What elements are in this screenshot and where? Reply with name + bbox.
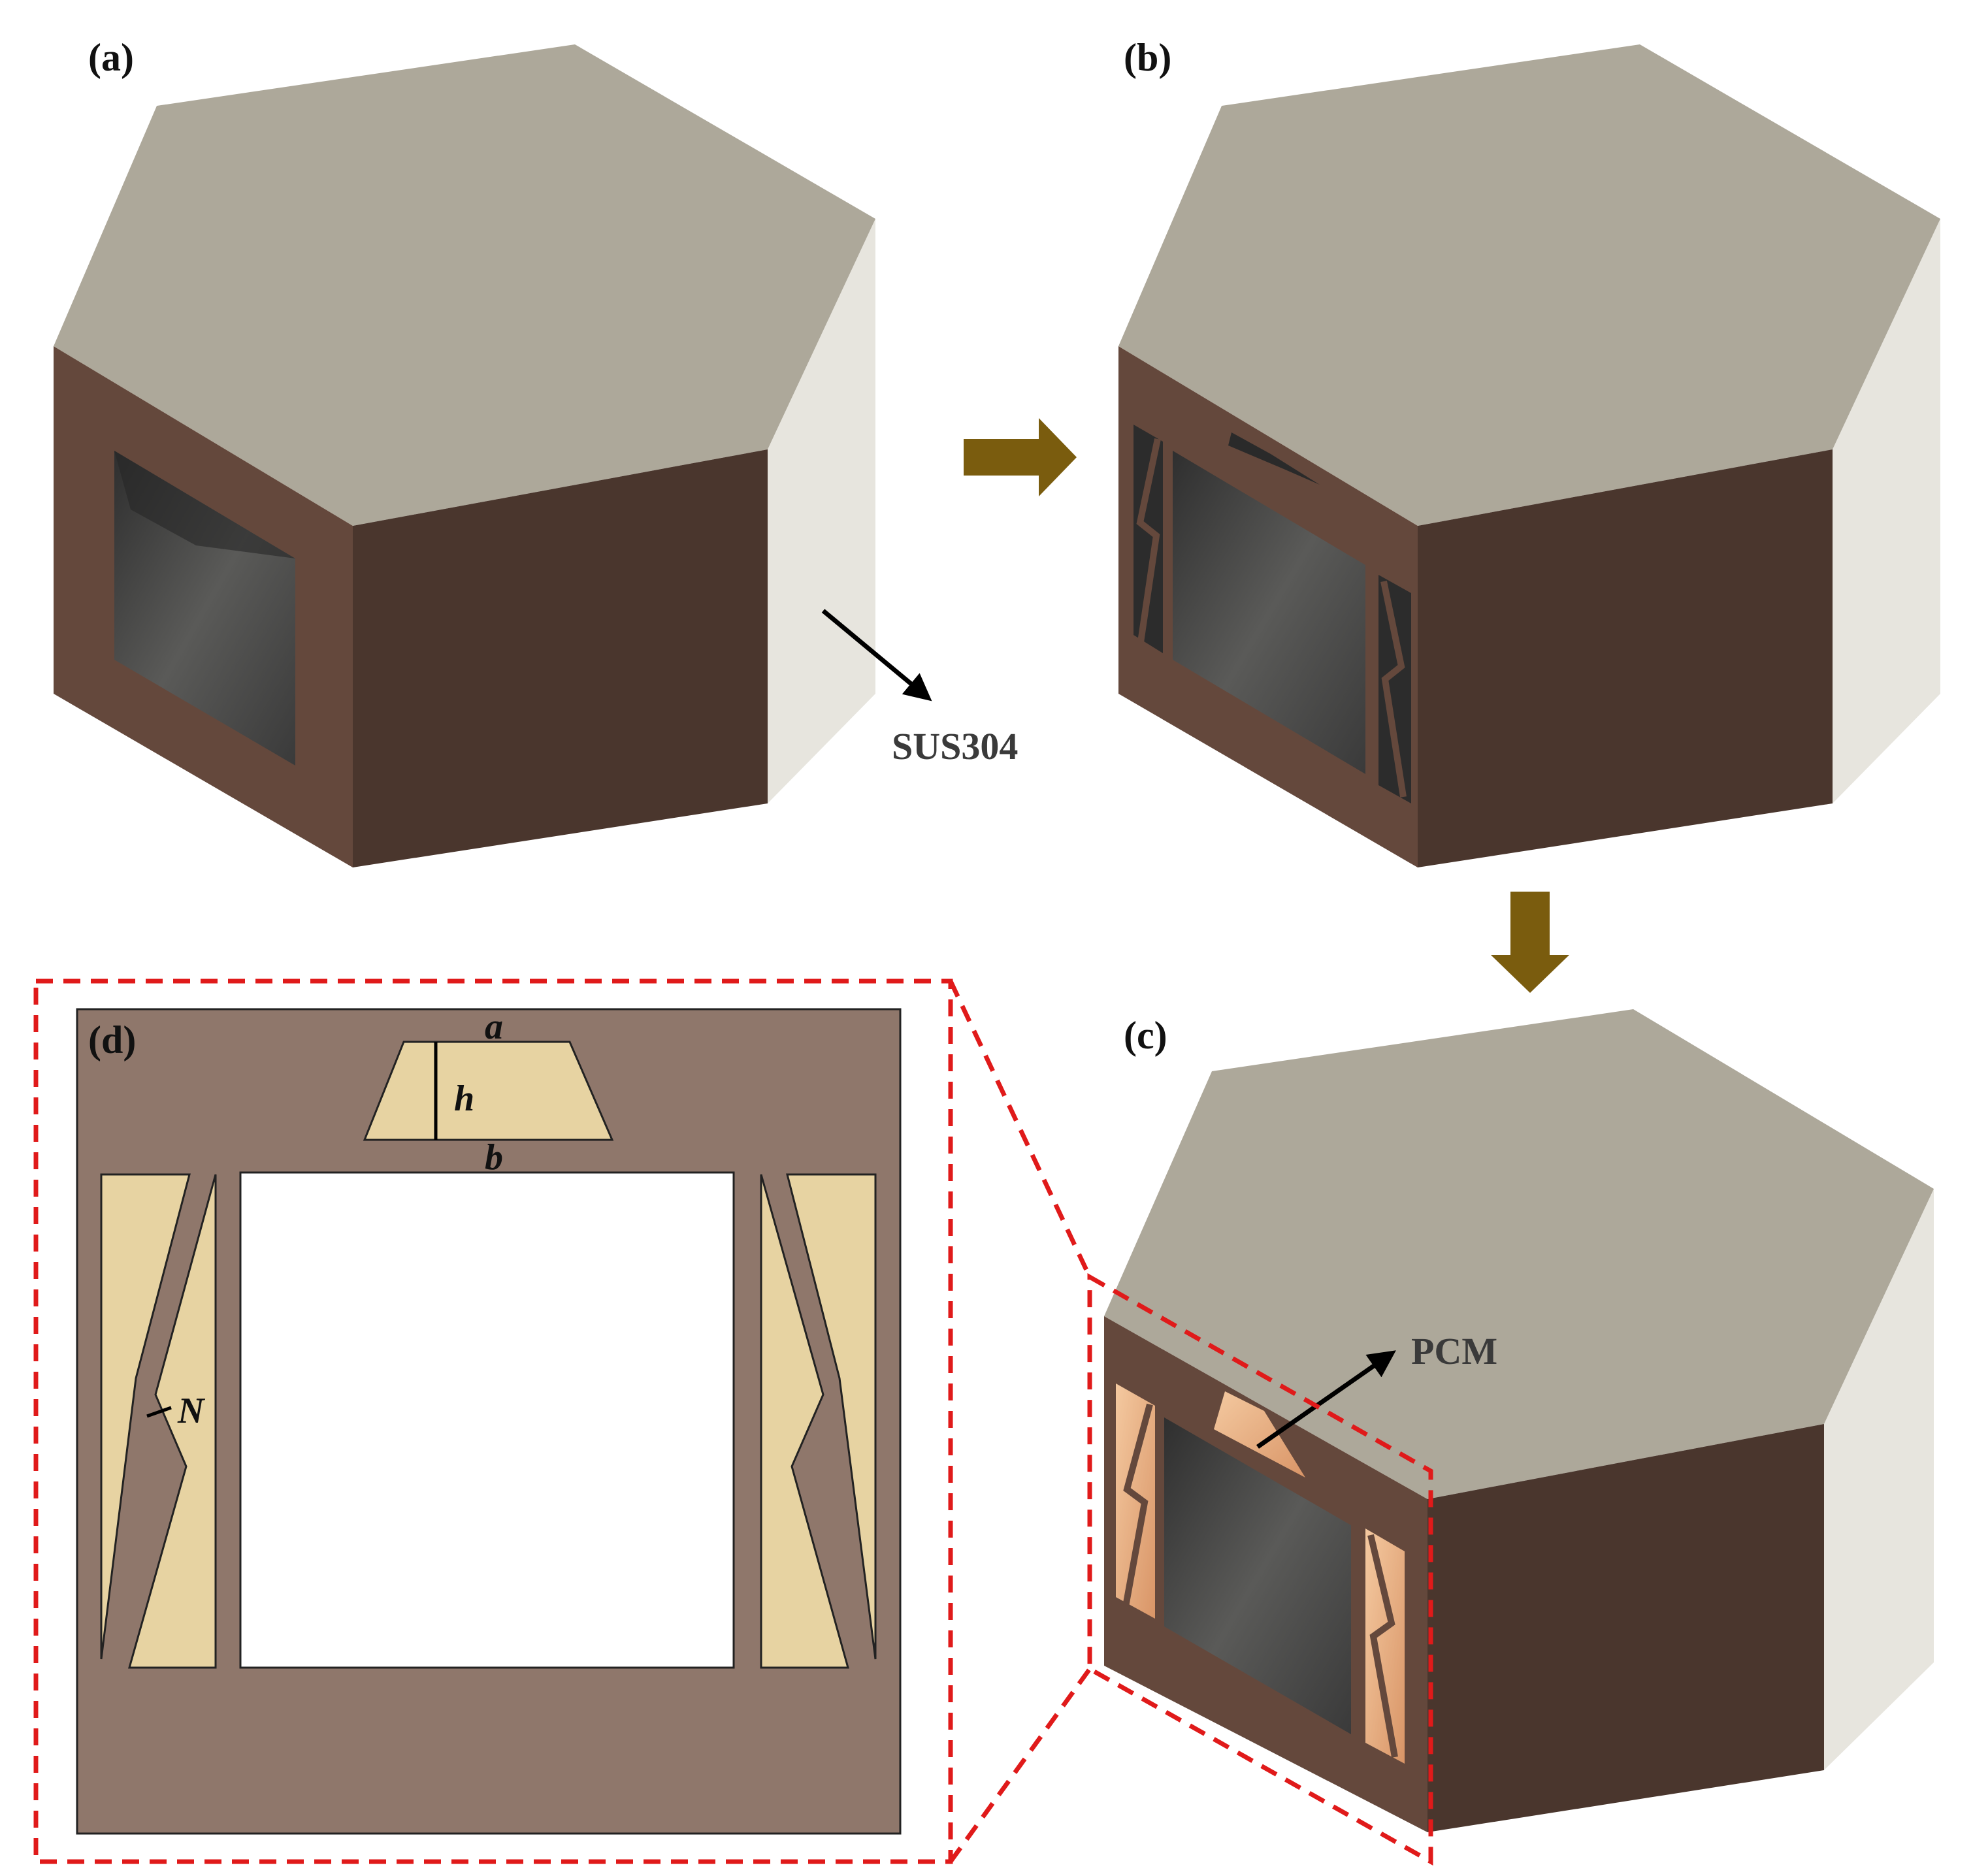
- module-a-window-shade: [114, 451, 295, 558]
- module-b-side-face: [1418, 449, 1833, 867]
- dimension-b-label: b: [485, 1137, 503, 1178]
- panel-d: (d) a h b N: [76, 1007, 902, 1835]
- dimension-n-line: [146, 1406, 172, 1418]
- zoom-line-bottom: [949, 1667, 1092, 1864]
- detail-pcm-right-outer: [786, 1173, 877, 1660]
- module-b-top-cavity: [1228, 432, 1320, 485]
- module-b-left-fin: [1136, 438, 1161, 647]
- zoom-line-top: [948, 980, 1092, 1278]
- module-c-side-face: [1427, 1424, 1824, 1832]
- module-b-window: [1173, 451, 1365, 774]
- module-a-side-face: [353, 449, 768, 867]
- detail-pcm-left-inner: [128, 1174, 217, 1669]
- zoom-box-outer: [33, 978, 953, 1864]
- module-c-pcm-top: [1214, 1391, 1305, 1478]
- dimension-a-label: a: [485, 1007, 503, 1047]
- module-a-back-face: [768, 219, 875, 803]
- module-c-pcm-right: [1365, 1528, 1405, 1764]
- flow-arrow-down: [1491, 892, 1569, 993]
- module-b-left-cavity: [1133, 425, 1163, 653]
- panel-label-c: (c): [1124, 1014, 1167, 1057]
- flow-arrow-right: [964, 418, 1077, 496]
- module-c-left-fin: [1122, 1403, 1153, 1611]
- module-a-window: [114, 451, 295, 766]
- zoom-indicator: [33, 978, 1433, 1866]
- sus304-callout-arrow: [821, 609, 932, 702]
- module-a-top-face: [54, 44, 875, 526]
- panel-label-b: (b): [1124, 36, 1171, 79]
- module-b-right-fin: [1380, 580, 1407, 798]
- dimension-h-label: h: [454, 1078, 474, 1119]
- module-c-back-face: [1824, 1189, 1934, 1770]
- pcm-callout-label: PCM: [1411, 1330, 1497, 1372]
- panel-c: (c) PCM: [1104, 1009, 1934, 1832]
- module-b-back-face: [1833, 219, 1940, 803]
- detail-window-opening: [239, 1171, 735, 1669]
- detail-pcm-trapezoid: [363, 1041, 614, 1141]
- module-c-right-fin: [1367, 1534, 1398, 1758]
- detail-pcm-left-outer: [100, 1173, 191, 1660]
- module-b-top-face: [1118, 44, 1940, 526]
- module-c-top-face: [1104, 1009, 1934, 1499]
- panel-a: (a) SUS304: [54, 36, 1018, 867]
- zoom-region-on-module: [1087, 1272, 1433, 1866]
- sus304-callout-label: SUS304: [892, 725, 1018, 768]
- module-c-pcm-left: [1116, 1383, 1155, 1619]
- panel-label-a: (a): [88, 36, 134, 79]
- module-c-window: [1164, 1417, 1351, 1734]
- detail-pcm-right-inner: [760, 1174, 849, 1669]
- panel-label-d: (d): [88, 1018, 136, 1061]
- module-b-right-cavity: [1378, 575, 1411, 803]
- panel-b: (b): [1118, 36, 1940, 867]
- dimension-n-label: N: [177, 1391, 206, 1431]
- pcm-callout-arrow: [1256, 1350, 1396, 1449]
